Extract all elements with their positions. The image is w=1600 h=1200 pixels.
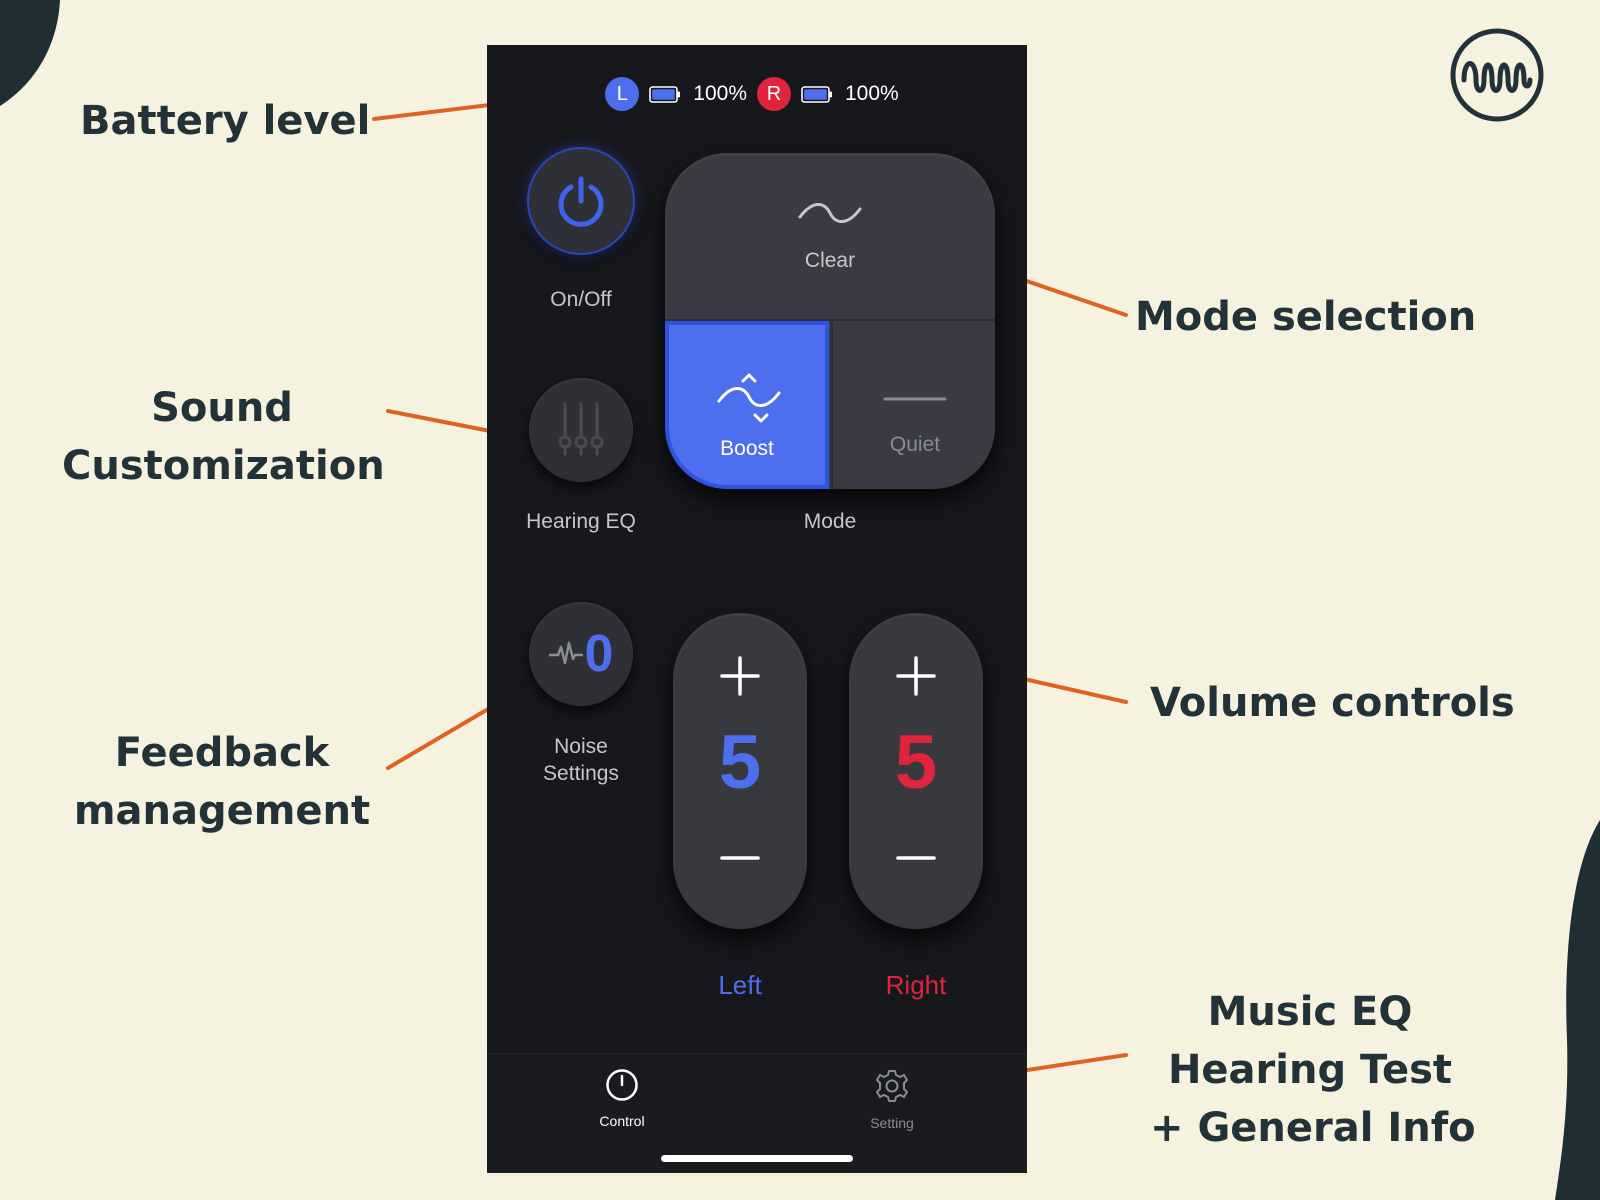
tab-setting[interactable]: Setting <box>832 1068 952 1131</box>
quiet-line-icon <box>883 397 947 401</box>
right-battery-percent: 100% <box>845 82 899 105</box>
power-icon <box>558 176 604 227</box>
tab-control-label: Control <box>599 1113 645 1129</box>
phone-screen: L 100% R 100% On/Off Hearing EQ <box>487 45 1027 1173</box>
annotation-mode-selection: Mode selection <box>1135 294 1477 340</box>
mode-clear-button[interactable]: Clear <box>665 153 995 321</box>
noise-settings-label: Noise Settings <box>543 735 619 785</box>
right-volume-label: Right <box>885 970 947 1000</box>
battery-status-bar: L 100% R 100% <box>487 76 1027 112</box>
clear-wave-icon <box>798 203 862 223</box>
left-volume-down-icon[interactable] <box>719 837 761 879</box>
bottom-tab-bar: Control Setting <box>487 1053 1027 1173</box>
left-battery-percent: 100% <box>693 82 747 105</box>
power-button[interactable] <box>529 149 633 253</box>
hearing-eq-label: Hearing EQ <box>526 510 636 533</box>
tab-control[interactable]: Control <box>562 1068 682 1129</box>
home-indicator[interactable] <box>661 1155 853 1162</box>
annotation-music-eq: Music EQ Hearing Test + General Info <box>1150 989 1476 1151</box>
left-volume-value: 5 <box>718 720 762 805</box>
mode-leader-line <box>1013 275 1128 317</box>
left-volume-up-icon[interactable] <box>719 655 761 697</box>
noise-value: 0 <box>584 625 614 683</box>
gear-icon <box>876 1070 908 1102</box>
left-volume-control: 5 <box>673 613 807 929</box>
brand-logo-icon <box>1450 28 1544 122</box>
annotation-volume-controls: Volume controls <box>1150 680 1515 726</box>
right-volume-down-icon[interactable] <box>895 837 937 879</box>
right-volume-control: 5 <box>849 613 983 929</box>
power-label: On/Off <box>550 288 612 311</box>
sound-leader-line <box>386 409 502 435</box>
right-volume-up-icon[interactable] <box>895 655 937 697</box>
equalizer-icon <box>558 402 604 456</box>
annotation-battery-level: Battery level <box>80 98 371 144</box>
left-volume-label: Left <box>718 970 762 1000</box>
tab-setting-label: Setting <box>870 1115 914 1131</box>
hearing-eq-button[interactable] <box>529 378 633 482</box>
corner-decoration-bottom-right <box>1555 820 1600 1200</box>
mode-label: Mode <box>803 510 857 533</box>
mode-quiet-button[interactable]: Quiet <box>831 321 995 489</box>
annotation-feedback-management: Feedback management <box>73 730 371 834</box>
feedback-leader-line <box>386 700 502 770</box>
right-battery-icon <box>801 85 832 103</box>
right-volume-value: 5 <box>894 720 938 805</box>
volume-leader-line <box>1013 675 1128 704</box>
right-ear-badge: R <box>757 77 791 111</box>
mode-boost-label: Boost <box>720 437 774 460</box>
mode-boost-button[interactable]: Boost <box>665 321 829 489</box>
mode-quiet-label: Quiet <box>889 433 941 456</box>
control-dial-icon <box>606 1069 638 1101</box>
annotation-sound-customization: Sound Customization <box>62 385 385 489</box>
mode-clear-label: Clear <box>804 249 856 272</box>
noise-settings-button[interactable]: 0 <box>529 602 633 706</box>
left-battery-icon <box>649 85 681 103</box>
mode-selector: Clear Boost Quiet <box>665 153 995 489</box>
boost-wave-icon <box>717 373 781 423</box>
waveform-icon <box>548 641 583 665</box>
left-ear-badge: L <box>605 77 640 111</box>
corner-decoration-top-left <box>0 0 60 106</box>
